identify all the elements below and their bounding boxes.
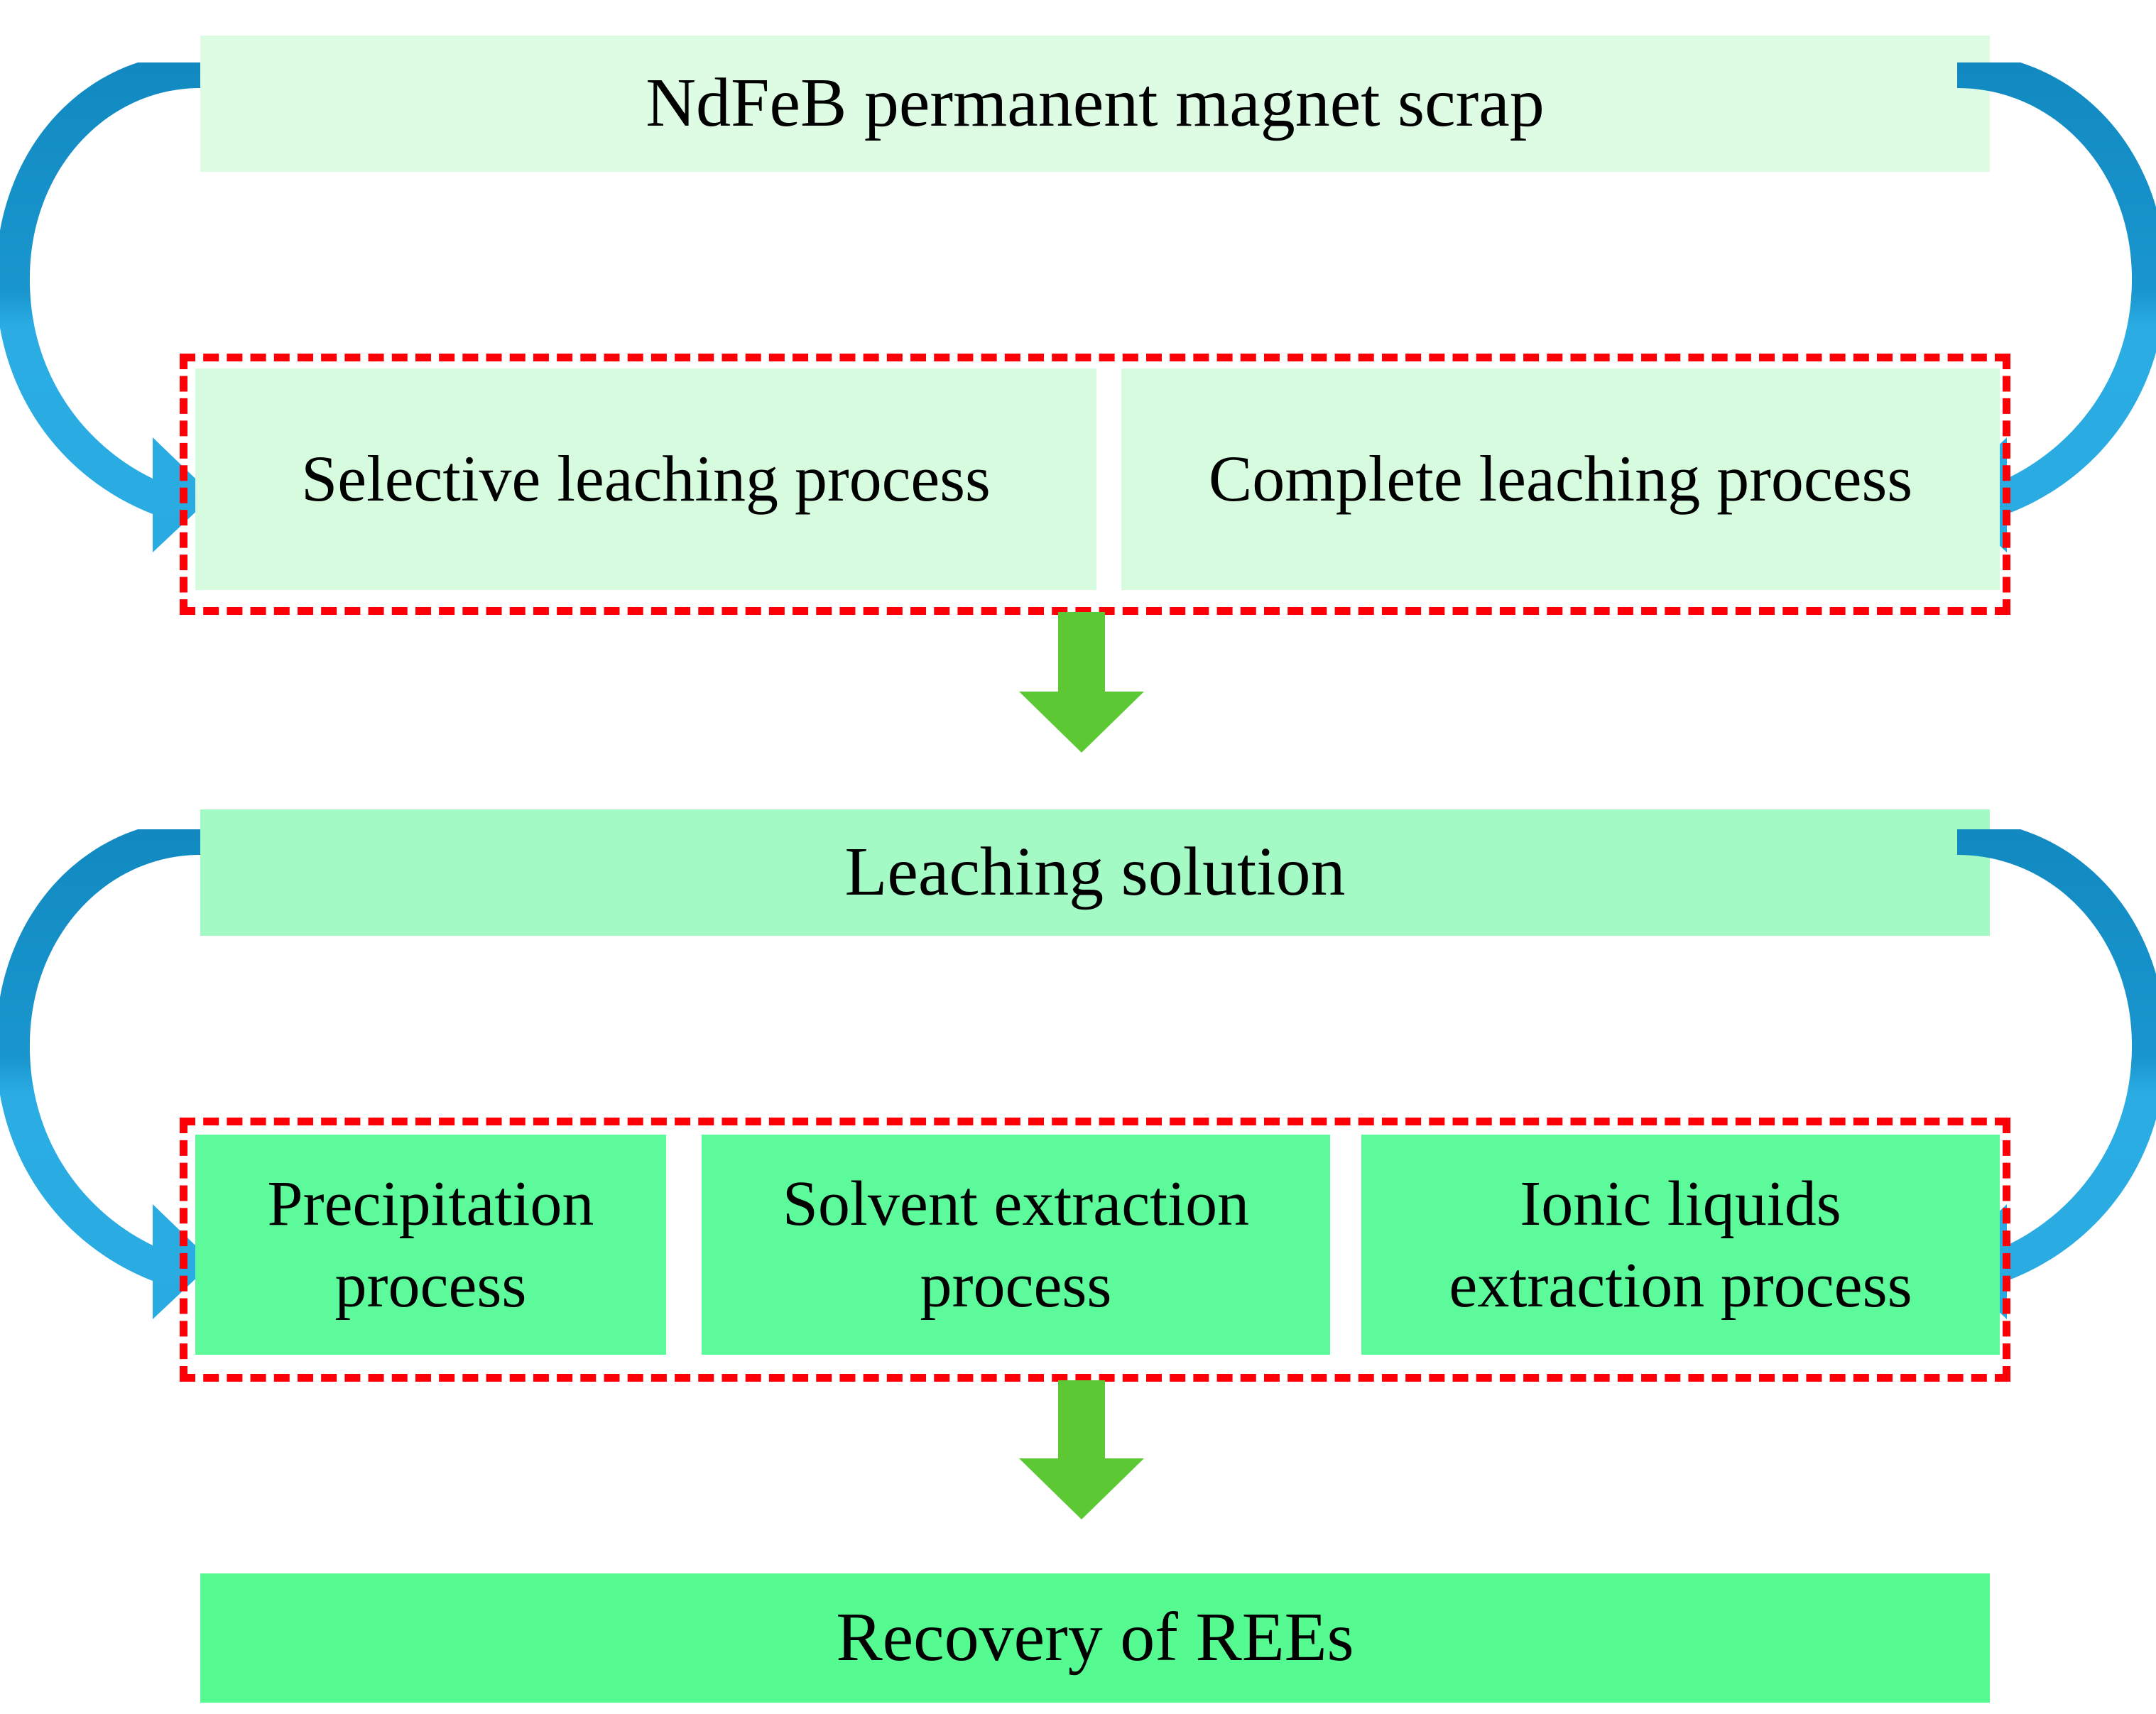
node-recovery-of-rees: Recovery of REEs <box>200 1573 1990 1703</box>
recycle-arrow-left-bottom-icon <box>0 819 298 1326</box>
node-precipitation-process-label: Precipitation process <box>267 1168 594 1321</box>
node-ionic-liquids-extraction-process: Ionic liquids extraction process <box>1361 1135 2000 1355</box>
flow-arrow-separation-to-recovery-icon <box>1014 1380 1149 1519</box>
node-selective-leaching-process-label: Selective leaching process <box>301 442 991 515</box>
node-leaching-solution: Leaching solution <box>200 809 1990 936</box>
node-leaching-solution-label: Leaching solution <box>844 834 1346 911</box>
node-complete-leaching-process-label: Complete leaching process <box>1208 442 1913 515</box>
node-recovery-of-rees-label: Recovery of REEs <box>836 1599 1354 1676</box>
recycle-arrow-right-top-icon <box>1917 53 2156 559</box>
node-ionic-liquids-extraction-process-label: Ionic liquids extraction process <box>1449 1168 1912 1321</box>
flow-arrow-leaching-to-solution-icon <box>1014 612 1149 753</box>
recycle-arrow-left-top-icon <box>0 53 298 559</box>
node-complete-leaching-process: Complete leaching process <box>1121 369 2000 590</box>
node-solvent-extraction-process-label: Solvent extraction process <box>782 1168 1250 1321</box>
node-ndfeb-scrap: NdFeB permanent magnet scrap <box>200 36 1990 172</box>
recycle-arrow-right-bottom-icon <box>1917 819 2156 1326</box>
node-ndfeb-scrap-label: NdFeB permanent magnet scrap <box>646 65 1545 142</box>
group-separation-process <box>180 1118 2010 1382</box>
group-leaching-process <box>180 354 2010 615</box>
node-precipitation-process: Precipitation process <box>195 1135 666 1355</box>
node-selective-leaching-process: Selective leaching process <box>195 369 1096 590</box>
node-solvent-extraction-process: Solvent extraction process <box>702 1135 1330 1355</box>
